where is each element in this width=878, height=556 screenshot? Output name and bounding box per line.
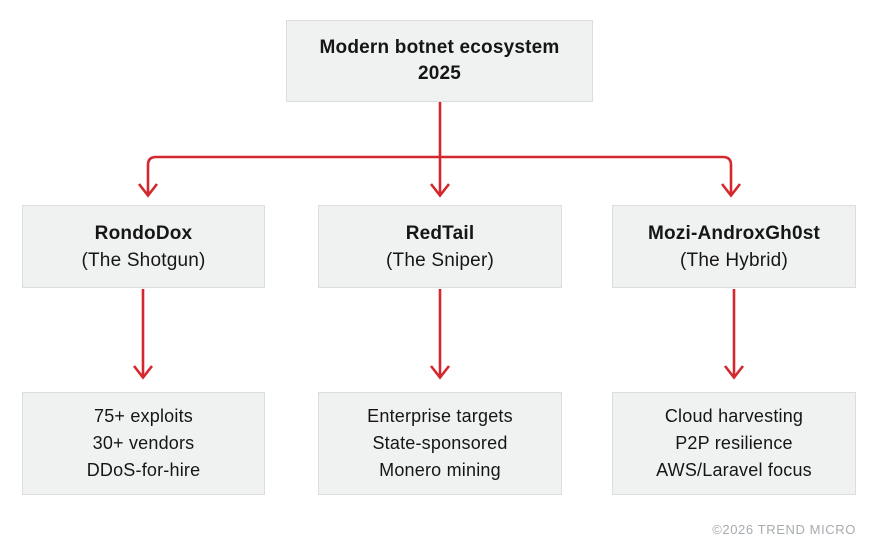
branch-name: RondoDox (94, 222, 193, 244)
root-title-line2: 2025 (417, 63, 462, 84)
fork-bracket (146, 155, 733, 195)
root-node-box: Modern botnet ecosystem 2025 (286, 20, 593, 102)
detail-box-redtail: Enterprise targets State-sponsored Moner… (318, 392, 562, 495)
branch-alias: (The Hybrid) (680, 249, 788, 271)
arrow-down-icon (429, 102, 451, 198)
branch-name: RedTail (405, 222, 475, 244)
branch-alias: (The Shotgun) (81, 249, 206, 271)
detail-line: 30+ vendors (92, 433, 195, 453)
detail-line: 75+ exploits (94, 406, 193, 426)
detail-box-rondodox: 75+ exploits 30+ vendors DDoS-for-hire (22, 392, 265, 495)
detail-line: DDoS-for-hire (86, 460, 201, 480)
arrow-down-icon (137, 183, 159, 198)
detail-line: P2P resilience (675, 433, 793, 453)
detail-line: State-sponsored (372, 433, 508, 453)
root-title-line1: Modern botnet ecosystem (319, 37, 560, 58)
detail-line: AWS/Laravel focus (656, 460, 812, 480)
branch-alias: (The Sniper) (386, 249, 494, 271)
branch-name: Mozi-AndroxGh0st (647, 222, 821, 244)
detail-box-mozi-androxgh0st: Cloud harvesting P2P resilience AWS/Lara… (612, 392, 856, 495)
detail-line: Cloud harvesting (664, 406, 804, 426)
arrow-down-icon (132, 289, 154, 380)
detail-line: Enterprise targets (367, 406, 513, 426)
detail-line: Monero mining (379, 460, 501, 480)
footer-credit: ©2026 TREND MICRO (712, 522, 856, 537)
arrow-down-icon (720, 183, 742, 198)
branch-box-redtail: RedTail (The Sniper) (318, 205, 562, 288)
branch-box-rondodox: RondoDox (The Shotgun) (22, 205, 265, 288)
arrow-down-icon (429, 289, 451, 380)
branch-box-mozi-androxgh0st: Mozi-AndroxGh0st (The Hybrid) (612, 205, 856, 288)
arrow-down-icon (723, 289, 745, 380)
